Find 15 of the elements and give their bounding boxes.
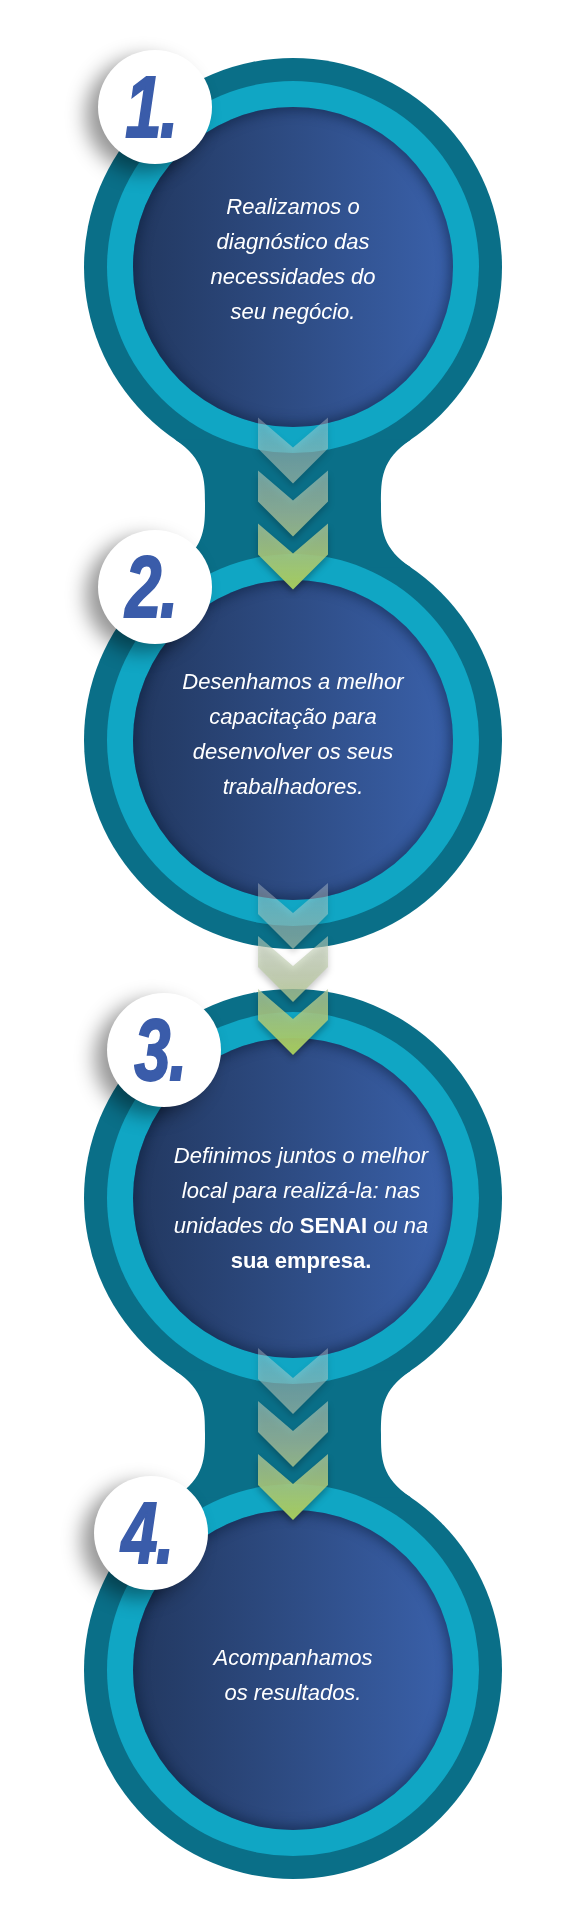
number-badge [98,530,212,644]
chevron-arrow [258,417,328,590]
step-description: Desenhamos a melhor capacitação para desenvolver os seus trabalhadores. [181,668,406,801]
number-badge [107,993,221,1107]
step-description: Acompanhamos os resultados. [211,1644,374,1707]
step-number: 1. [124,69,178,145]
chevron-arrow [258,1348,328,1520]
step-description: Realizamos o diagnóstico das necessidades do seu negócio. [209,193,377,326]
number-badge [98,50,212,164]
step-number: 2. [124,549,178,625]
step-number: 3. [133,1012,187,1088]
chevron-arrow [258,883,328,1055]
step-description: Definimos juntos o melhor local para realizá-la: nas unidades do SENAI ou na sua empresa. [172,1142,430,1275]
number-badge [94,1476,208,1590]
step-number: 4. [120,1495,174,1571]
